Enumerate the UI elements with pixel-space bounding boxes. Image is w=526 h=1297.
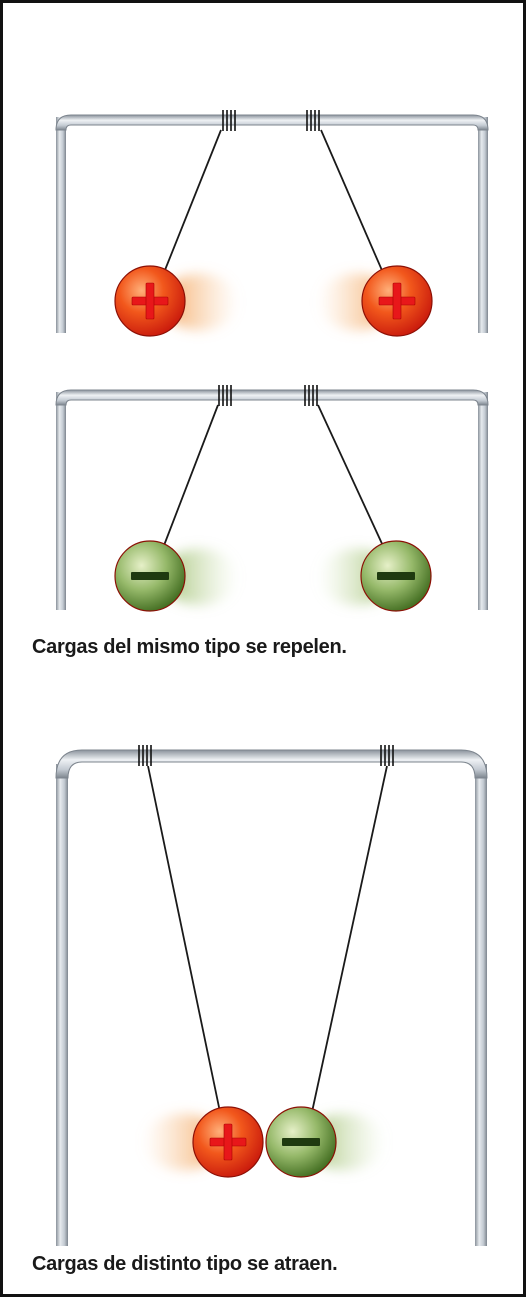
thread-right: [317, 404, 385, 549]
panel-attract-mixed: [55, 745, 488, 1246]
charge-negative: [265, 1106, 337, 1178]
thread-knot-right: [380, 745, 394, 766]
thread-right: [311, 765, 388, 1113]
thread-knot-left: [138, 745, 152, 766]
charge-positive: [192, 1106, 264, 1178]
thread-knot-right: [304, 385, 318, 406]
thread-knot-left: [218, 385, 232, 406]
diagram: [55, 110, 489, 1246]
panel-repel-negative: [55, 385, 489, 612]
thread-left: [147, 765, 221, 1113]
thread-knot-left: [222, 110, 236, 131]
panel-repel-positive: [55, 110, 489, 337]
frame: [55, 389, 489, 610]
caption-different-type: Cargas de distinto tipo se atraen.: [32, 1253, 338, 1275]
charge-negative: [114, 540, 186, 612]
frame: [55, 749, 488, 1246]
thread-right: [320, 129, 385, 276]
caption-same-type: Cargas del mismo tipo se repelen.: [32, 636, 347, 658]
frame: [55, 114, 489, 333]
charge-positive: [361, 265, 433, 337]
charge-positive: [114, 265, 186, 337]
thread-left: [162, 129, 222, 276]
thread-left: [162, 404, 219, 549]
charge-negative: [360, 540, 432, 612]
thread-knot-right: [306, 110, 320, 131]
